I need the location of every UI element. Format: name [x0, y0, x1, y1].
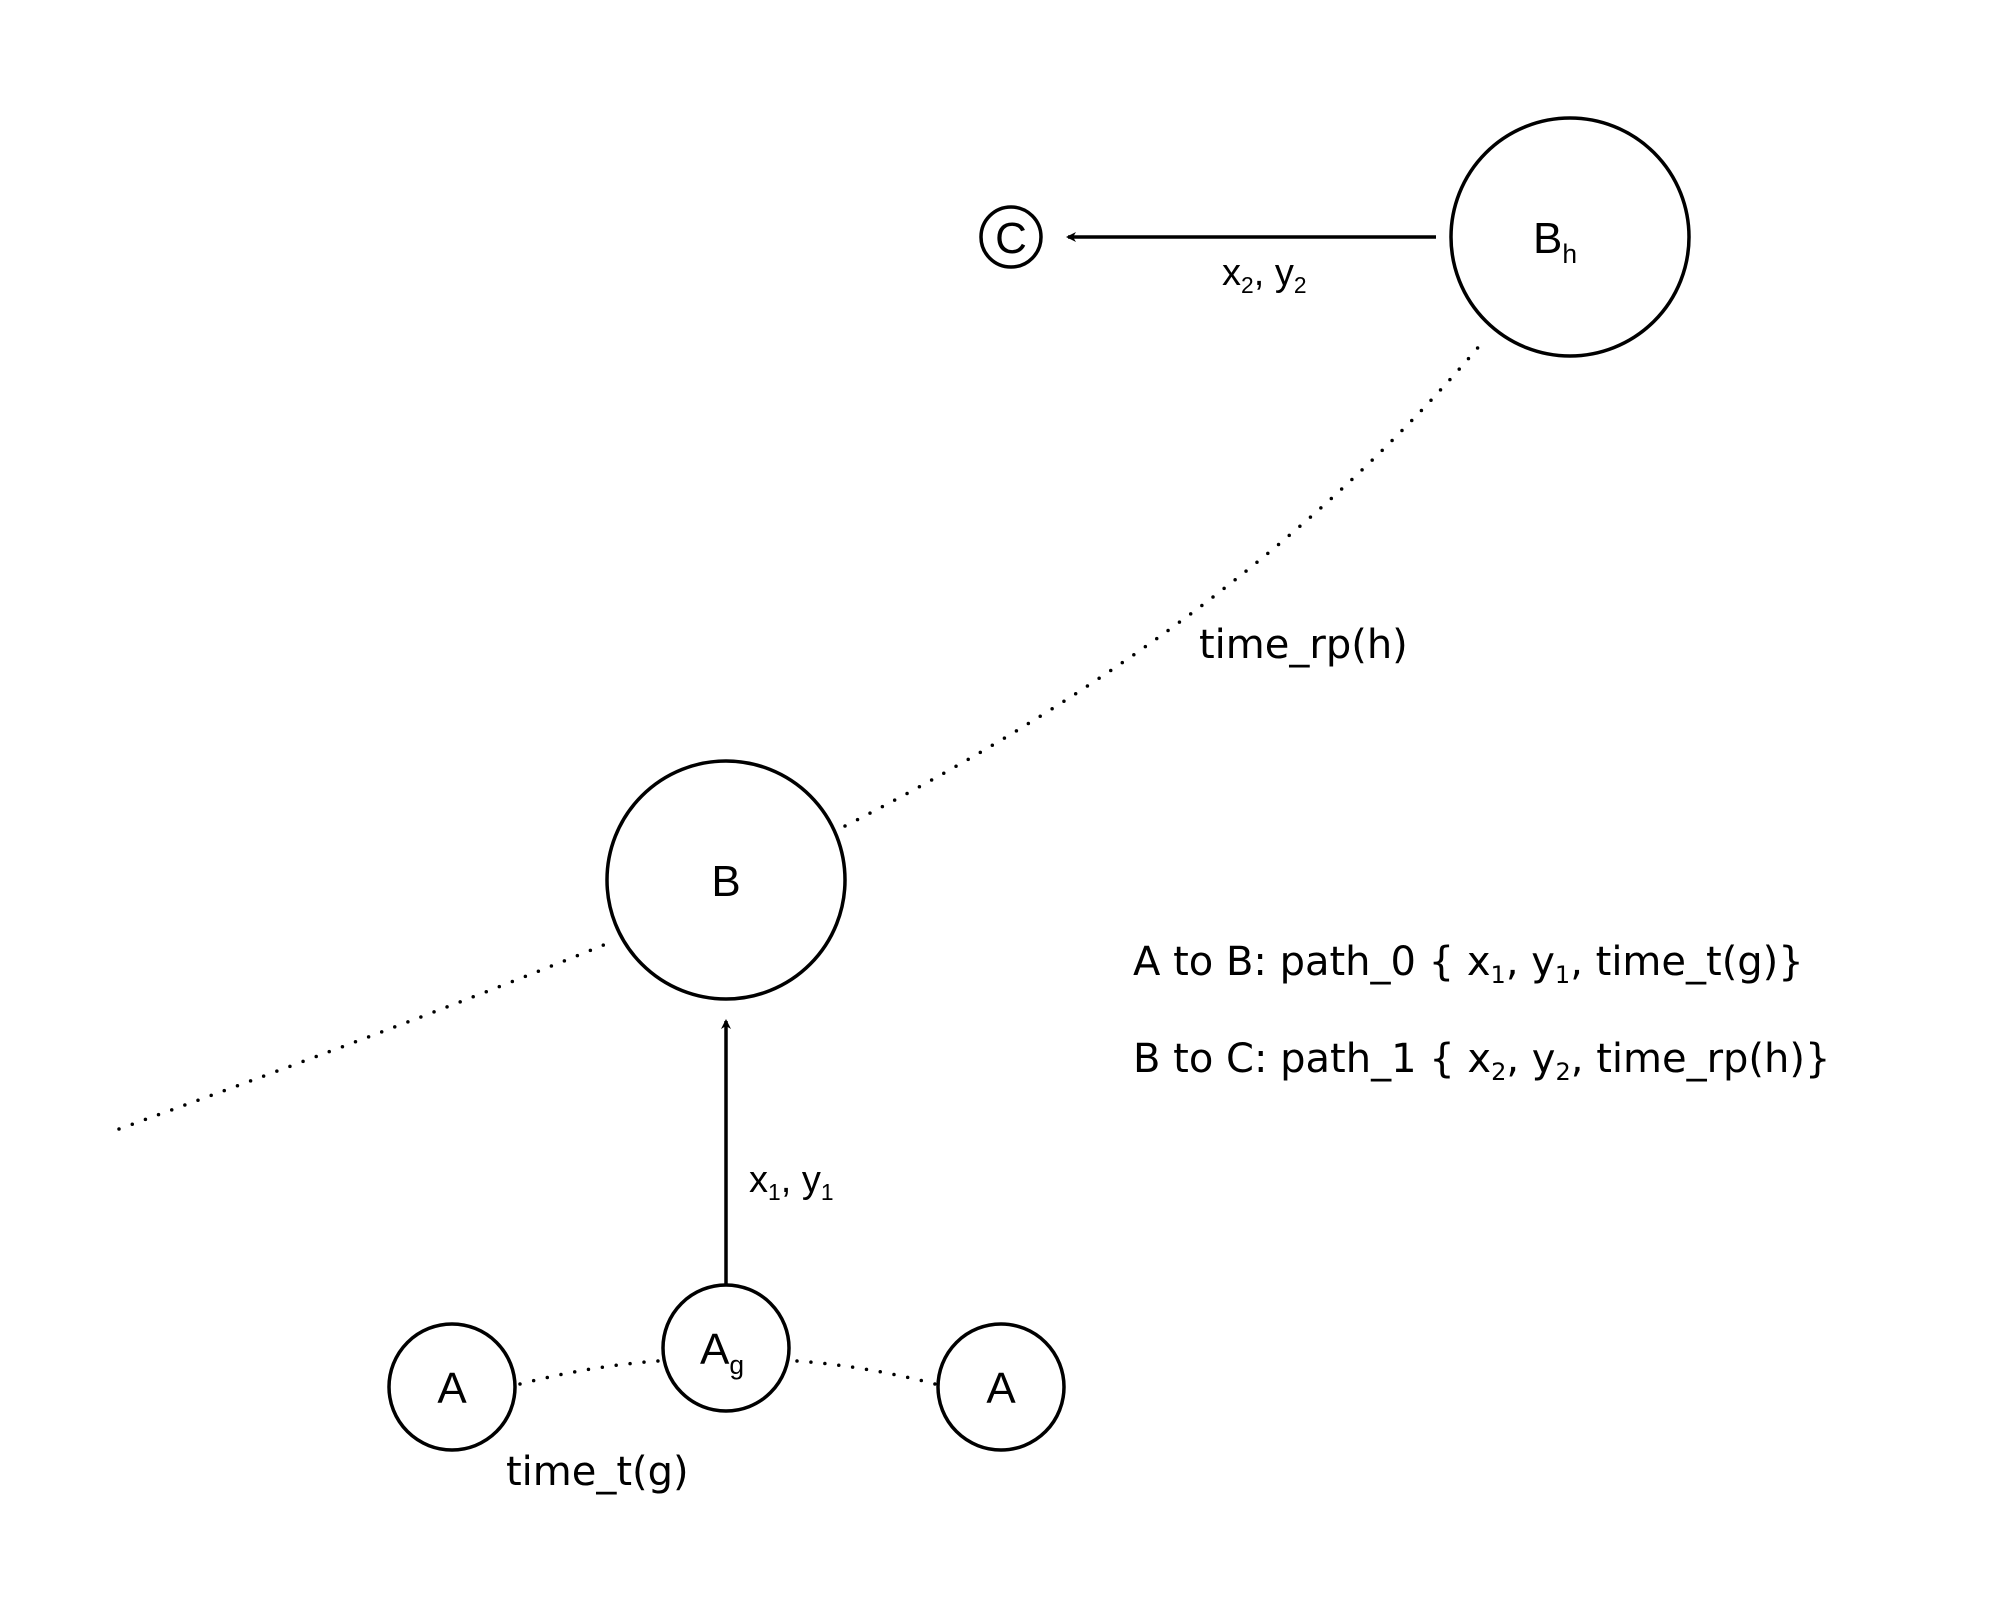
edge-label-x2-y2: x2, y2 [1222, 252, 1307, 298]
legend-line-path-1: B to C: path_1 { x2, y2, time_rp(h)} [1133, 1036, 1830, 1086]
svg-text:B: B [711, 857, 740, 906]
time-rp-label: time_rp(h) [1199, 622, 1408, 668]
time-t-curve-left [518, 1359, 660, 1386]
svg-text:A: A [986, 1364, 1016, 1413]
time-t-label: time_t(g) [506, 1449, 689, 1495]
edge-label-x1-y1: x1, y1 [749, 1159, 834, 1205]
node-c[interactable]: C [979, 205, 1043, 269]
svg-text:Ag: Ag [700, 1325, 744, 1380]
node-a-right[interactable]: A [936, 1322, 1066, 1452]
time-t-curve-right [795, 1359, 937, 1386]
node-ag[interactable]: Ag [661, 1283, 791, 1413]
node-b[interactable]: B [605, 759, 847, 1001]
legend: A to B: path_0 { x1, y1, time_t(g)} B to… [1133, 939, 1830, 1086]
svg-text:A: A [437, 1364, 467, 1413]
node-bh[interactable]: Bh [1449, 116, 1691, 358]
node-a-left[interactable]: A [387, 1322, 517, 1452]
svg-text:Bh: Bh [1533, 214, 1577, 269]
legend-line-path-0: A to B: path_0 { x1, y1, time_t(g)} [1133, 939, 1804, 989]
time-rp-curve [117, 336, 1488, 1131]
svg-text:C: C [995, 214, 1027, 263]
